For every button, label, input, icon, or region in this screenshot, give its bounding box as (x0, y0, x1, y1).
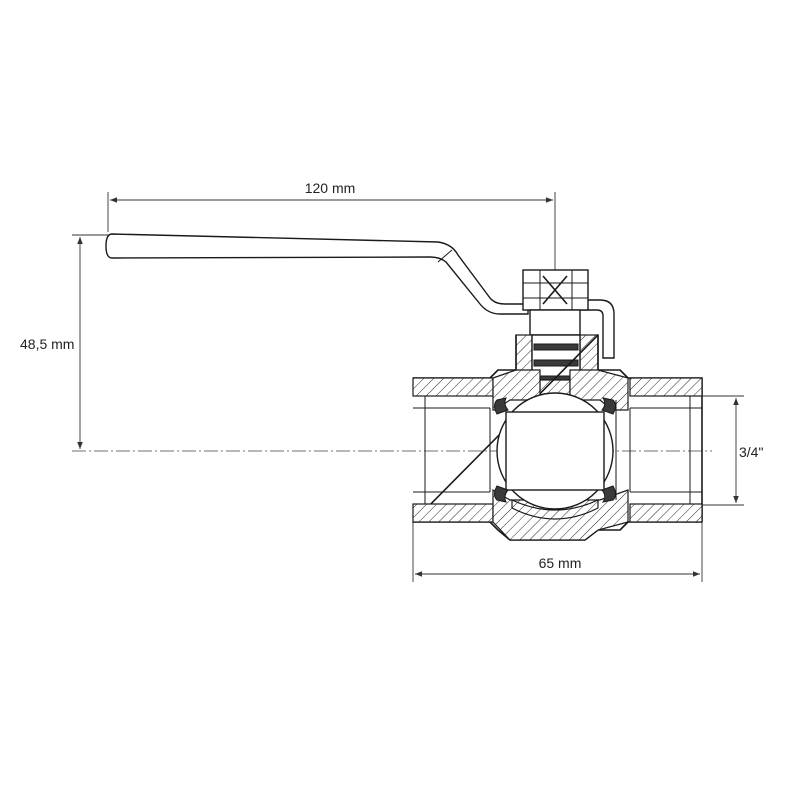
stem-nut (522, 269, 589, 311)
dimension-handle-length: 120 mm (107, 180, 556, 270)
body-length-label: 65 mm (539, 555, 582, 571)
handle-length-label: 120 mm (305, 180, 356, 196)
dimension-body-length: 65 mm (412, 522, 703, 582)
valve-ball (494, 392, 616, 520)
valve-handle (105, 233, 615, 359)
height-label: 48,5 mm (20, 336, 74, 352)
dimension-height: 48,5 mm (20, 234, 108, 449)
thread-size-label: 3/4" (739, 444, 763, 460)
dimension-thread-size: 3/4" (702, 395, 763, 506)
